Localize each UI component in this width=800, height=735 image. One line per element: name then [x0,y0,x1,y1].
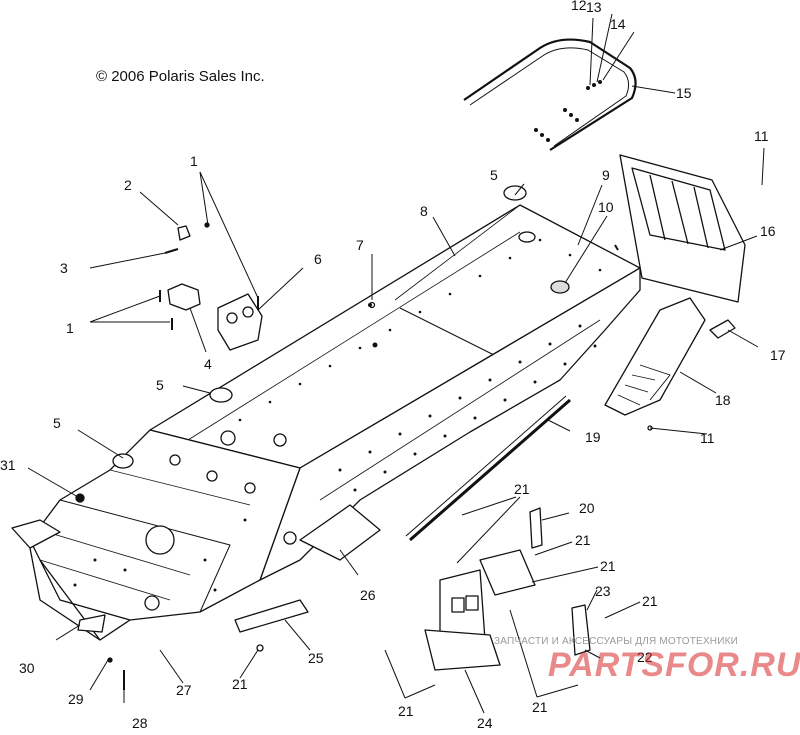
callout-29: 29 [68,691,84,707]
callout-1: 1 [66,320,74,336]
callout-27: 27 [176,682,192,698]
callout-30: 30 [19,660,35,676]
snow-flap [619,154,746,303]
callout-21: 21 [398,703,414,719]
callout-11: 11 [700,430,715,446]
watermark-caption: ЗАПЧАСТИ И АКСЕССУАРЫ ДЛЯ МОТОТЕХНИКИ [494,636,739,647]
callout-15: 15 [676,85,692,101]
rear-grab-bar [463,38,637,151]
side-rail [405,395,571,542]
callout-7: 7 [356,237,364,253]
callout-3: 3 [60,260,68,276]
callout-20: 20 [579,500,595,516]
chassis-tunnel [11,185,641,641]
callout-5: 5 [53,415,61,431]
callout-8: 8 [420,203,428,219]
callout-31: 31 [0,457,16,473]
callout-13: 13 [586,0,602,15]
callout-5: 5 [490,167,498,183]
callout-2: 2 [124,177,132,193]
copyright-notice: © 2006 Polaris Sales Inc. [96,68,265,85]
callout-11: 11 [754,128,769,144]
callout-10: 10 [598,199,614,215]
rear-bumper [604,297,736,416]
callout-21: 21 [600,558,616,574]
callout-17: 17 [770,347,786,363]
callout-1: 1 [190,153,198,169]
callout-16: 16 [760,223,776,239]
callout-4: 4 [204,356,212,372]
callout-22: 22 [637,649,653,665]
callout-25: 25 [308,650,324,666]
bracket-group [159,222,263,351]
rear-cooler-brackets [75,244,653,690]
callout-26: 26 [360,587,376,603]
callout-23: 23 [595,583,611,599]
watermark-logo: PARTSFOR.RU [548,646,800,684]
callout-28: 28 [132,715,148,730]
callout-21: 21 [532,699,548,715]
callout-5: 5 [156,377,164,393]
callout-9: 9 [602,167,610,183]
callout-labels: 12 13 14 15 11 16 1 2 3 6 1 4 7 8 5 9 10… [0,0,786,731]
callout-19: 19 [585,429,601,445]
leader-lines [27,13,765,714]
callout-21: 21 [575,532,591,548]
callout-12: 12 [571,0,587,13]
callout-21: 21 [514,481,530,497]
callout-21: 21 [642,593,658,609]
callout-18: 18 [715,392,731,408]
callout-14: 14 [610,16,626,32]
callout-24: 24 [477,715,493,730]
footrest-bracket [299,504,381,561]
callout-21: 21 [232,676,248,692]
callout-6: 6 [314,251,322,267]
